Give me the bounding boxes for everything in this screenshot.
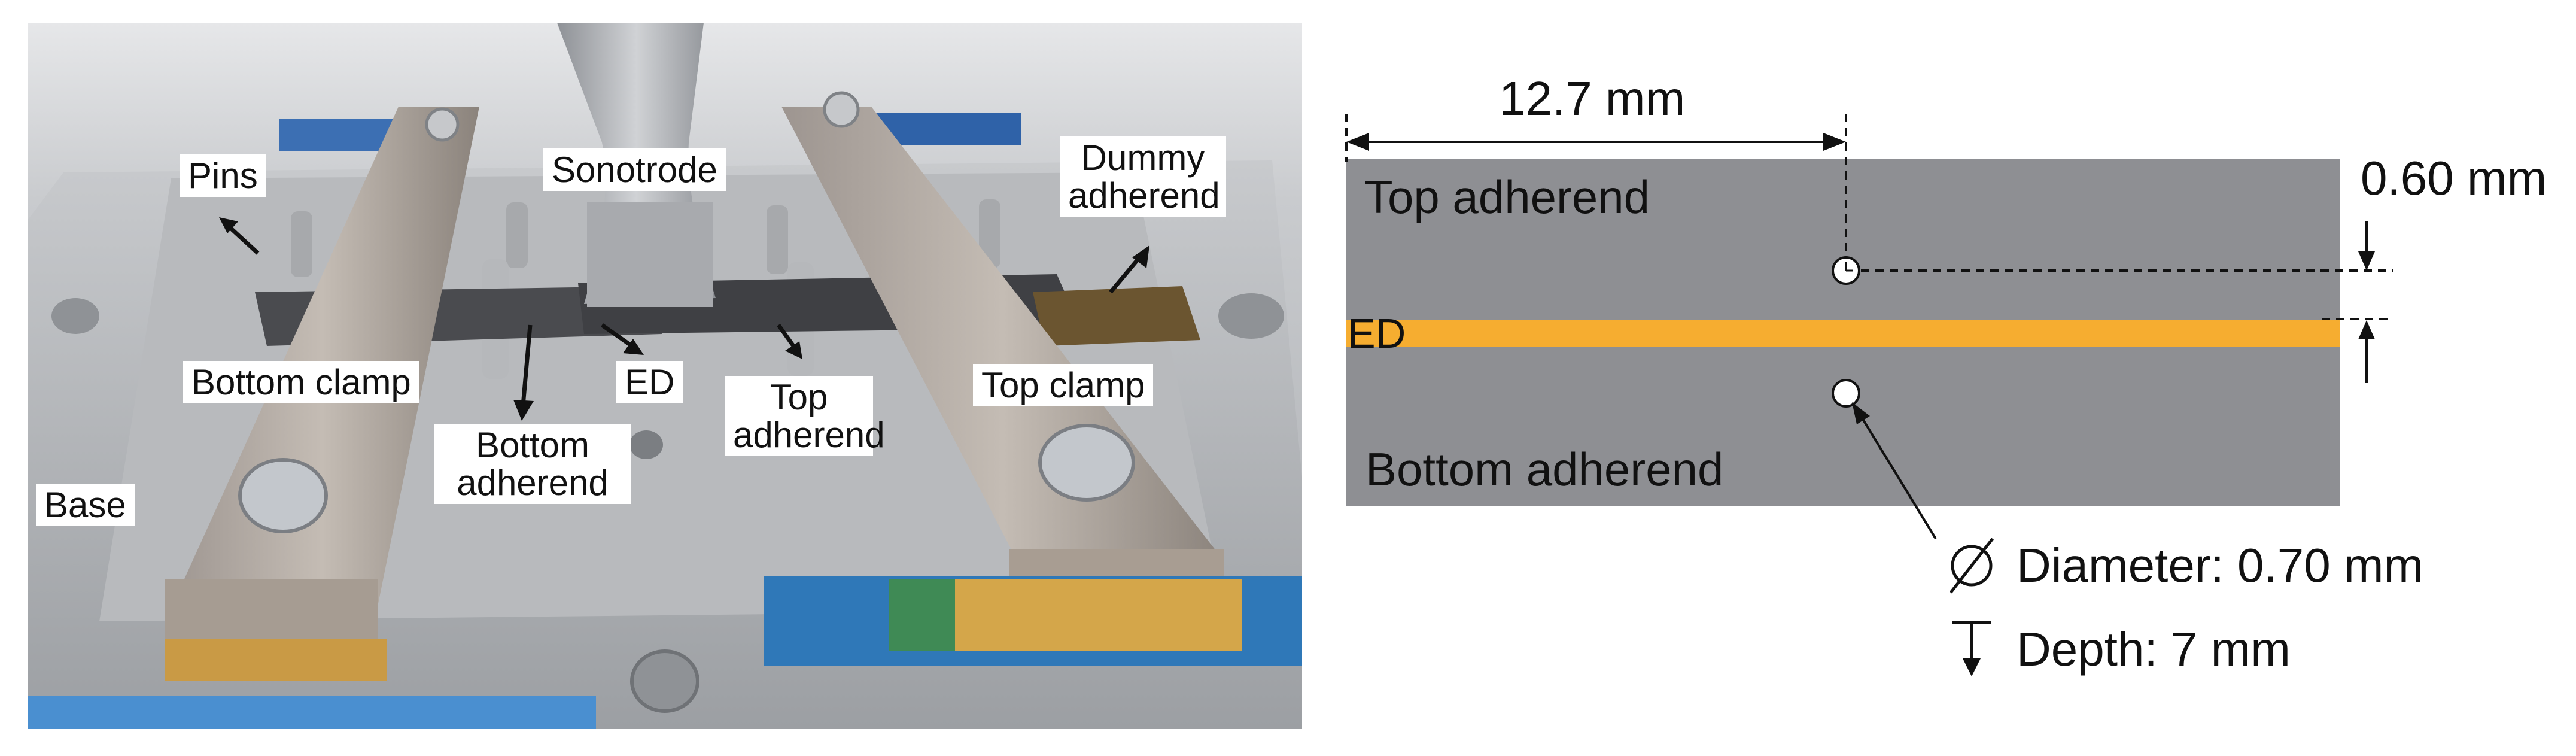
pin [979, 199, 1000, 268]
diameter-icon-slash [1950, 538, 1994, 594]
diameter-icon [1951, 545, 1993, 587]
arrow-top-adherend [777, 323, 795, 348]
offset-label: 0.60 mm [2361, 151, 2547, 205]
label-dummy-adherend: Dummy adherend [1060, 136, 1226, 217]
base-hole [1218, 293, 1284, 339]
energy-director-rect [1346, 320, 2340, 347]
label-sonotrode: Sonotrode [543, 148, 726, 191]
screw-head [425, 107, 460, 142]
dummy-adherend-strip [1033, 286, 1200, 346]
pin [506, 202, 528, 268]
sonotrode-tip [587, 202, 713, 307]
top-adherend-label: Top adherend [1364, 171, 1650, 223]
arrow-pins [227, 224, 260, 255]
ed-label: ED [1348, 310, 1406, 357]
label-top-clamp: Top clamp [973, 364, 1154, 406]
arrow-bottom-adherend-head [513, 400, 534, 421]
bottom-adherend-rect [1346, 347, 2340, 506]
depth-label: Depth: 7 mm [2017, 623, 2291, 676]
label-pins: Pins [180, 154, 266, 197]
screw-head [823, 91, 860, 128]
front-tape-kapton [907, 579, 1242, 651]
label-base: Base [36, 484, 135, 526]
screw-head [1038, 424, 1135, 502]
label-ed: ED [616, 361, 683, 403]
setup-photo: Pins Sonotrode Dummy adherend Bottom cla… [28, 23, 1302, 729]
arrow-bottom-adherend [521, 324, 533, 406]
pin [767, 205, 788, 274]
pin [291, 211, 312, 277]
base-hole [630, 649, 699, 713]
photo-arrows [219, 217, 1149, 421]
leader-arrowhead [1852, 402, 1870, 424]
label-top-adherend: Top adherend [725, 376, 885, 456]
arrow-dummy-head [1132, 245, 1149, 268]
arrow-pins-head [219, 217, 238, 233]
arrow-ed [600, 323, 634, 348]
bottom-adherend-label: Bottom adherend [1365, 443, 1724, 496]
threaded-hole [629, 430, 663, 459]
top-adherend-rect [1346, 159, 2340, 320]
offset-arrowhead-bottom [2358, 320, 2375, 339]
bottom-hole [1832, 379, 1860, 408]
base-hole [51, 298, 99, 334]
arrow-top-adherend-head [785, 341, 802, 359]
label-bottom-clamp: Bottom clamp [183, 361, 419, 403]
left-tape-blue [28, 696, 596, 729]
overlap-length-label: 12.7 mm [1499, 72, 1686, 125]
left-tape-kapton [165, 639, 387, 681]
screw-head [238, 458, 328, 533]
offset-arrowhead-top [2358, 251, 2375, 271]
label-bottom-adherend: Bottom adherend [434, 424, 631, 504]
arrow-dummy [1109, 254, 1142, 294]
diameter-label: Diameter: 0.70 mm [2017, 539, 2424, 592]
dim-arrowhead-right [1823, 133, 1846, 151]
front-tape-green [889, 579, 955, 651]
arrow-ed-head [623, 339, 644, 355]
depth-icon-arrowhead [1963, 658, 1981, 676]
schematic-drawing [1345, 114, 2393, 676]
joint-schematic: 12.7 mm 0.60 mm Top adherend ED Bottom a… [1316, 0, 2576, 756]
dim-arrowhead-left [1346, 133, 1369, 151]
leader-line-hole [1859, 413, 1937, 540]
